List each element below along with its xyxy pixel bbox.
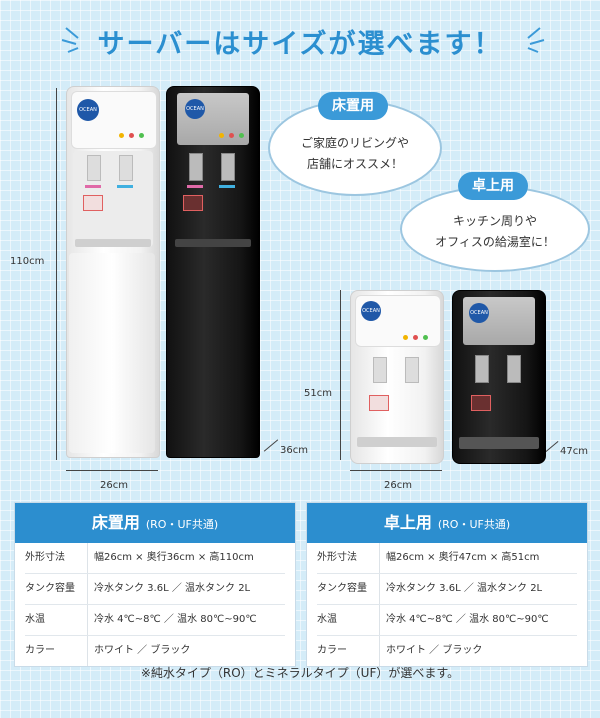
cold-button[interactable] bbox=[219, 185, 235, 188]
drip-tray bbox=[175, 239, 251, 247]
sparkle-right-icon bbox=[527, 27, 545, 53]
warning-label bbox=[83, 195, 103, 211]
drip-tray bbox=[459, 437, 539, 449]
row-value: 幅26cm × 奥行47cm × 高51cm bbox=[379, 543, 577, 573]
row-key: カラー bbox=[317, 645, 347, 656]
row-value: 冷水 4℃~8℃ ／ 温水 80℃~90℃ bbox=[379, 605, 577, 635]
indicator-lights bbox=[403, 325, 431, 340]
table-width-line bbox=[350, 470, 442, 471]
cold-tap[interactable] bbox=[119, 155, 133, 181]
hot-tap[interactable] bbox=[475, 355, 489, 383]
hot-tap[interactable] bbox=[189, 153, 203, 181]
floor-depth-line bbox=[263, 439, 279, 452]
table-row: カラー ホワイト ／ ブラック bbox=[317, 636, 577, 666]
table-row: 外形寸法 幅26cm × 奥行36cm × 高110cm bbox=[25, 543, 285, 574]
spec-table-table: 卓上用(RO・UF共通) 外形寸法幅26cm × 奥行47cm × 高51cm … bbox=[306, 502, 588, 667]
warning-label bbox=[471, 395, 491, 411]
row-value: ホワイト ／ ブラック bbox=[379, 636, 577, 666]
warning-label bbox=[183, 195, 203, 211]
row-key: 外形寸法 bbox=[25, 552, 65, 563]
floor-width-line bbox=[66, 470, 158, 471]
floor-bubble-label: 床置用 bbox=[318, 92, 388, 120]
table-row: 水温 冷水 4℃~8℃ ／ 温水 80℃~90℃ bbox=[25, 605, 285, 636]
table-bubble-line2: オフィスの給湯室に！ bbox=[435, 235, 555, 249]
hot-tap[interactable] bbox=[87, 155, 101, 181]
brand-logo: OCEAN bbox=[185, 99, 205, 119]
row-key: 水温 bbox=[25, 614, 45, 625]
floor-server-black: OCEAN bbox=[166, 86, 260, 458]
table-height-label: 51cm bbox=[304, 388, 332, 399]
hot-tap[interactable] bbox=[373, 357, 387, 383]
spec-table-floor-header: 床置用 (RO・UF共通) bbox=[15, 503, 295, 543]
row-key: タンク容量 bbox=[25, 583, 75, 594]
table-bubble-line1: キッチン周りや bbox=[452, 214, 537, 228]
table-server-white: OCEAN bbox=[350, 290, 444, 464]
spec-table-table-subtitle: (RO・UF共通) bbox=[437, 518, 511, 531]
cold-button[interactable] bbox=[117, 185, 133, 188]
table-server-black: OCEAN bbox=[452, 290, 546, 464]
hot-button[interactable] bbox=[85, 185, 101, 188]
row-value: 冷水タンク 3.6L ／ 温水タンク 2L bbox=[379, 574, 577, 604]
floor-depth-label: 36cm bbox=[280, 445, 308, 456]
row-key: カラー bbox=[25, 645, 55, 656]
cold-tap[interactable] bbox=[507, 355, 521, 383]
row-value: ホワイト ／ ブラック bbox=[87, 636, 285, 666]
white-lower-cabinet bbox=[69, 253, 155, 453]
table-bubble-label: 卓上用 bbox=[458, 172, 528, 200]
drip-tray bbox=[75, 239, 151, 247]
floor-height-label: 110cm bbox=[10, 256, 45, 267]
indicator-lights bbox=[219, 123, 247, 138]
spec-table-floor-subtitle: (RO・UF共通) bbox=[145, 518, 219, 531]
floor-height-line bbox=[56, 88, 57, 460]
page-title: サーバーはサイズが選べます！ bbox=[97, 29, 503, 60]
table-height-line bbox=[340, 290, 341, 460]
cold-tap[interactable] bbox=[221, 153, 235, 181]
sparkle-left-icon bbox=[61, 27, 79, 53]
footnote: ※純水タイプ（RO）とミネラルタイプ（UF）が選べます。 bbox=[140, 666, 460, 680]
floor-server-white: OCEAN bbox=[66, 86, 160, 458]
table-row: カラー ホワイト ／ ブラック bbox=[25, 636, 285, 666]
brand-logo: OCEAN bbox=[361, 301, 381, 321]
brand-logo: OCEAN bbox=[469, 303, 489, 323]
table-row: タンク容量 冷水タンク 3.6L ／ 温水タンク 2L bbox=[25, 574, 285, 605]
spec-table-floor-title: 床置用 bbox=[91, 513, 140, 532]
table-row: 外形寸法 幅26cm × 奥行47cm × 高51cm bbox=[317, 543, 577, 574]
table-row: タンク容量 冷水タンク 3.6L ／ 温水タンク 2L bbox=[317, 574, 577, 605]
cold-tap[interactable] bbox=[405, 357, 419, 383]
drip-tray bbox=[357, 437, 437, 447]
floor-bubble-line2: 店舗にオススメ！ bbox=[306, 157, 403, 171]
row-key: タンク容量 bbox=[317, 583, 367, 594]
table-width-label: 26cm bbox=[384, 480, 412, 491]
table-bubble: キッチン周りや オフィスの給湯室に！ bbox=[400, 186, 590, 272]
spec-table-table-header: 卓上用 (RO・UF共通) bbox=[307, 503, 587, 543]
spec-table-floor: 床置用 (RO・UF共通) 外形寸法 幅26cm × 奥行36cm × 高110cm… bbox=[14, 502, 296, 667]
row-key: 外形寸法 bbox=[317, 552, 357, 563]
warning-label bbox=[369, 395, 389, 411]
floor-width-label: 26cm bbox=[100, 480, 128, 491]
table-row: 水温 冷水 4℃~8℃ ／ 温水 80℃~90℃ bbox=[317, 605, 577, 636]
spec-table-table-title: 卓上用 bbox=[383, 513, 432, 532]
row-value: 冷水タンク 3.6L ／ 温水タンク 2L bbox=[87, 574, 285, 604]
floor-bubble-line1: ご家庭のリビングや bbox=[300, 136, 409, 150]
hot-button[interactable] bbox=[187, 185, 203, 188]
row-value: 幅26cm × 奥行36cm × 高110cm bbox=[87, 543, 285, 573]
indicator-lights bbox=[119, 123, 147, 138]
row-key: 水温 bbox=[317, 614, 337, 625]
table-depth-line bbox=[545, 440, 559, 453]
row-value: 冷水 4℃~8℃ ／ 温水 80℃~90℃ bbox=[87, 605, 285, 635]
brand-logo: OCEAN bbox=[77, 99, 99, 121]
table-depth-label: 47cm bbox=[560, 446, 588, 457]
